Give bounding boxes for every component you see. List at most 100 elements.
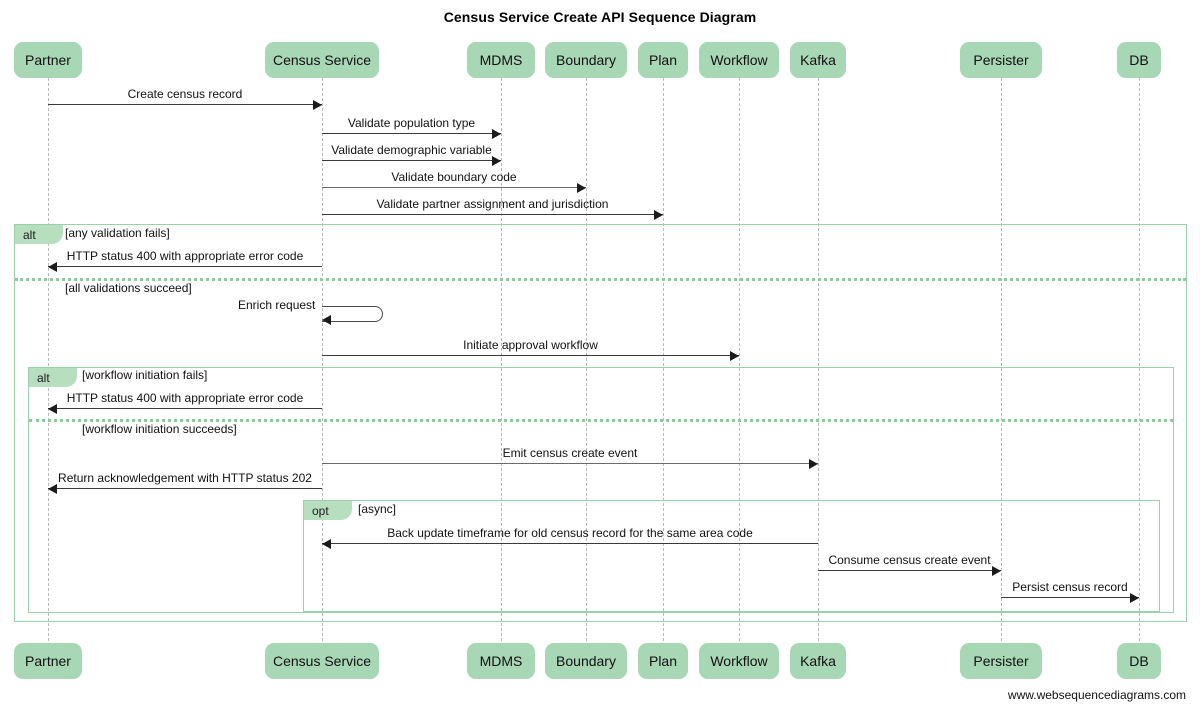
participant-partner-bottom[interactable]: Partner	[14, 643, 82, 679]
lifeline-partner	[48, 78, 49, 641]
message-label-m13: Consume census create event	[828, 553, 991, 567]
message-line-m5	[322, 214, 663, 215]
lifeline-persister	[1001, 78, 1002, 641]
lifeline-boundary	[586, 78, 587, 641]
message-line-m3	[322, 160, 501, 161]
participant-mdms-top[interactable]: MDMS	[467, 42, 535, 78]
participant-label: Partner	[25, 52, 71, 68]
fragment-divider-alt-workflow-0	[29, 419, 1173, 422]
fragment-alt-workflow	[28, 367, 1174, 613]
message-line-m1	[48, 104, 322, 105]
message-line-m13	[818, 570, 1001, 571]
arrowhead-m2	[492, 129, 501, 139]
fragment-tab-alt-workflow: alt	[29, 368, 77, 387]
message-label-m12: Back update timeframe for old census rec…	[387, 526, 753, 540]
participant-label: Workflow	[710, 52, 768, 68]
fragment-tab-alt-validation: alt	[15, 225, 63, 244]
lifeline-mdms	[501, 78, 502, 641]
message-line-m12	[322, 543, 818, 544]
message-line-m8	[322, 355, 739, 356]
message-label-m3: Validate demographic variable	[331, 143, 492, 157]
arrowhead-m12	[322, 539, 331, 549]
participant-label: DB	[1129, 653, 1149, 669]
arrowhead-m14	[1130, 593, 1139, 603]
arrowhead-m6	[48, 262, 57, 272]
message-line-m10	[322, 463, 818, 464]
participant-workflow-bottom[interactable]: Workflow	[699, 643, 779, 679]
participant-label: Boundary	[556, 653, 616, 669]
fragment-condition-alt-validation-0: [any validation fails]	[65, 226, 170, 240]
message-line-m14	[1001, 597, 1139, 598]
fragment-alt-validation	[14, 224, 1187, 622]
participant-label: DB	[1129, 52, 1149, 68]
participant-label: Plan	[648, 52, 678, 68]
fragment-condition-alt-workflow-0: [workflow initiation fails]	[82, 368, 208, 382]
message-line-m6	[48, 266, 322, 267]
participant-label: MDMS	[479, 653, 523, 669]
participant-label: Kafka	[800, 653, 836, 669]
lifeline-kafka	[818, 78, 819, 641]
participant-db-top[interactable]: DB	[1117, 42, 1161, 78]
message-label-m9: HTTP status 400 with appropriate error c…	[66, 391, 304, 405]
arrowhead-m1	[313, 100, 322, 110]
participant-census-bottom[interactable]: Census Service	[265, 643, 379, 679]
participant-boundary-bottom[interactable]: Boundary	[545, 643, 627, 679]
fragment-opt-async	[303, 500, 1160, 612]
arrowhead-m9	[48, 404, 57, 414]
fragment-condition-opt-async-0: [async]	[358, 502, 397, 516]
message-label-m2: Validate population type	[347, 116, 476, 130]
message-line-m4	[322, 187, 586, 188]
message-label-m10: Emit census create event	[502, 446, 638, 460]
message-label-m14: Persist census record	[1012, 580, 1128, 594]
message-line-m11	[48, 488, 322, 489]
message-label-m4: Validate boundary code	[391, 170, 517, 184]
fragment-condition-alt-validation-1: [all validations succeed]	[65, 281, 192, 295]
arrowhead-m11	[48, 484, 57, 494]
page-title: Census Service Create API Sequence Diagr…	[443, 9, 757, 25]
arrowhead-m8	[730, 351, 739, 361]
message-line-m9	[48, 408, 322, 409]
participant-label: Workflow	[710, 653, 768, 669]
participant-plan-bottom[interactable]: Plan	[638, 643, 688, 679]
fragment-condition-alt-workflow-1: [workflow initiation succeeds]	[82, 422, 237, 436]
participant-label: Plan	[648, 653, 678, 669]
message-label-m11: Return acknowledgement with HTTP status …	[58, 471, 312, 485]
participant-db-bottom[interactable]: DB	[1117, 643, 1161, 679]
participant-label: Partner	[25, 653, 71, 669]
participant-boundary-top[interactable]: Boundary	[545, 42, 627, 78]
participant-partner-top[interactable]: Partner	[14, 42, 82, 78]
self-message-loop-m7	[322, 306, 383, 322]
fragment-tab-opt-async: opt	[304, 501, 352, 520]
lifeline-census	[322, 78, 323, 641]
participant-mdms-bottom[interactable]: MDMS	[467, 643, 535, 679]
participant-persister-bottom[interactable]: Persister	[960, 643, 1042, 679]
arrowhead-m4	[577, 183, 586, 193]
participant-plan-top[interactable]: Plan	[638, 42, 688, 78]
fragment-divider-alt-validation-0	[15, 278, 1186, 281]
participant-label: Persister	[973, 52, 1029, 68]
arrowhead-m7	[322, 315, 331, 325]
lifeline-db	[1139, 78, 1140, 641]
lifeline-plan	[663, 78, 664, 641]
participant-census-top[interactable]: Census Service	[265, 42, 379, 78]
participant-label: Kafka	[800, 52, 836, 68]
arrowhead-m5	[654, 210, 663, 220]
arrowhead-m13	[992, 566, 1001, 576]
message-label-m7: Enrich request	[238, 298, 316, 312]
message-label-m1: Create census record	[127, 87, 243, 101]
participant-kafka-bottom[interactable]: Kafka	[790, 643, 846, 679]
participant-kafka-top[interactable]: Kafka	[790, 42, 846, 78]
message-label-m5: Validate partner assignment and jurisdic…	[376, 197, 609, 211]
message-label-m8: Initiate approval workflow	[463, 338, 598, 352]
participant-label: Boundary	[556, 52, 616, 68]
watermark-footer: www.websequencediagrams.com	[1007, 688, 1186, 702]
participant-label: MDMS	[479, 52, 523, 68]
arrowhead-m3	[492, 156, 501, 166]
participant-label: Census Service	[272, 653, 372, 669]
participant-persister-top[interactable]: Persister	[960, 42, 1042, 78]
participant-workflow-top[interactable]: Workflow	[699, 42, 779, 78]
arrowhead-m10	[809, 459, 818, 469]
message-label-m6: HTTP status 400 with appropriate error c…	[66, 249, 304, 263]
participant-label: Census Service	[272, 52, 372, 68]
